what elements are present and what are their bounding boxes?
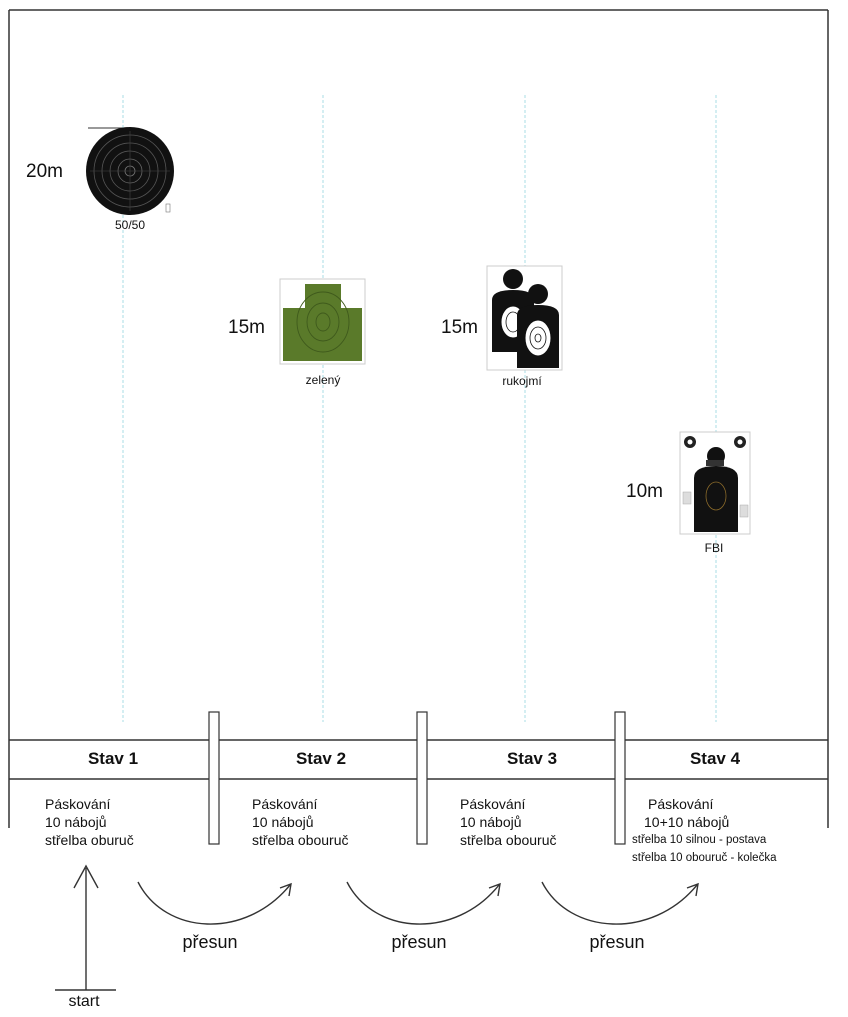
station-title-1: Stav 1 [87,749,139,768]
station-3-line-1: Páskování [460,796,526,812]
station-3-line-2: 10 nábojů [460,814,522,830]
target-label-2: zelený [305,373,341,387]
station-4-line-2: 10+10 nábojů [644,814,730,830]
station-desc-1: Páskování 10 nábojů střelba oburuč [45,795,134,849]
station-3-line-3: střelba obouruč [460,832,557,848]
station-title-3: Stav 3 [506,749,558,768]
target-label-3: rukojmí [502,374,542,388]
station-desc-4: Páskování 10+10 nábojů střelba 10 silnou… [632,795,776,867]
start-arrow-head [73,864,99,889]
target-label-4: FBI [704,541,724,555]
target-distance-4: 10m [626,481,663,502]
move-label-1: přesun [182,932,238,952]
station-1-line-2: 10 nábojů [45,814,107,830]
start-label: start [68,993,100,1010]
station-desc-3: Páskování 10 nábojů střelba obouruč [460,795,557,849]
target-distance-2: 15m [228,317,265,338]
station-divider-2 [416,711,428,845]
move-arrow-head-1 [279,882,292,897]
station-4-line-3: střelba 10 silnou - postava [632,834,767,846]
station-title-2: Stav 2 [295,749,347,768]
bullseye-target-icon [86,127,174,215]
move-arrow-head-3 [686,882,699,897]
move-arrow-3 [541,881,698,925]
target-label-1: 50/50 [114,218,146,232]
green-silhouette-target-icon [279,278,366,365]
target-distance-3: 15m [441,317,478,338]
station-1-line-1: Páskování [45,796,111,812]
station-title-4: Stav 4 [689,749,741,768]
station-4-line-4: střelba 10 obouruč - kolečka [632,852,777,864]
move-arrow-2 [346,881,500,925]
hostage-target-icon [486,265,563,371]
station-1-line-3: střelba oburuč [45,832,134,848]
fbi-target-icon [679,431,751,535]
station-2-line-2: 10 nábojů [252,814,314,830]
move-label-3: přesun [589,932,645,952]
target-distance-1: 20m [26,161,63,182]
move-label-2: přesun [391,932,447,952]
station-2-line-1: Páskování [252,796,318,812]
station-2-line-3: střelba obouruč [252,832,349,848]
station-divider-3 [614,711,626,845]
station-desc-2: Páskování 10 nábojů střelba obouruč [252,795,349,849]
station-divider-1 [208,711,220,845]
move-arrow-1 [137,881,291,925]
move-arrow-head-2 [488,882,501,897]
station-4-line-1: Páskování [648,796,714,812]
